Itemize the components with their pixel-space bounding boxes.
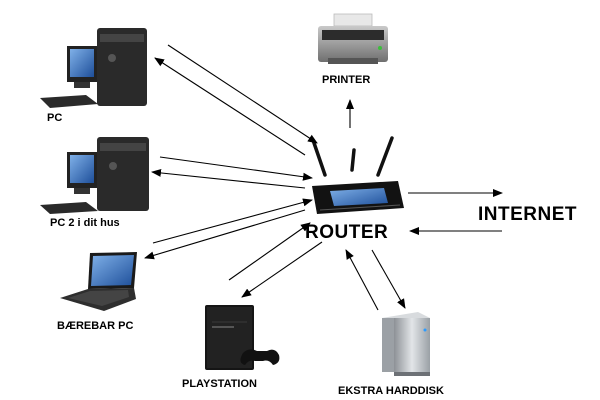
arrow-router-to-ps [241,241,323,298]
printer-icon [318,13,388,64]
laptop-icon [60,252,137,311]
arrow-router-to-hdd [371,249,406,309]
external-harddisk-icon [382,312,430,376]
label-printer: PRINTER [322,74,371,86]
label-harddisk: EKSTRA HARDDISK [338,385,444,397]
label-laptop: BÆREBAR PC [57,320,134,332]
label-router: ROUTER [305,222,389,243]
label-playstation: PLAYSTATION [182,378,257,390]
arrow-laptop-to-router [152,198,313,244]
arrow-hdd-to-router [345,249,379,311]
playstation-icon [205,305,280,370]
router-icon [311,136,404,214]
arrow-router-to-pc [154,57,306,156]
desktop-pc-2-icon [40,137,149,214]
label-pc: PC [47,112,63,124]
connection-arrows [144,44,503,311]
label-pc2: PC 2 i dit hus [50,217,120,229]
arrow-ps-to-router [228,222,311,281]
arrow-pc2-to-router [159,156,313,181]
label-internet: INTERNET [478,204,577,225]
arrow-router-to-pc2 [151,168,306,189]
desktop-pc-icon [40,28,147,108]
arrow-router-to-laptop [144,209,306,260]
arrow-pc-to-router [167,44,318,144]
